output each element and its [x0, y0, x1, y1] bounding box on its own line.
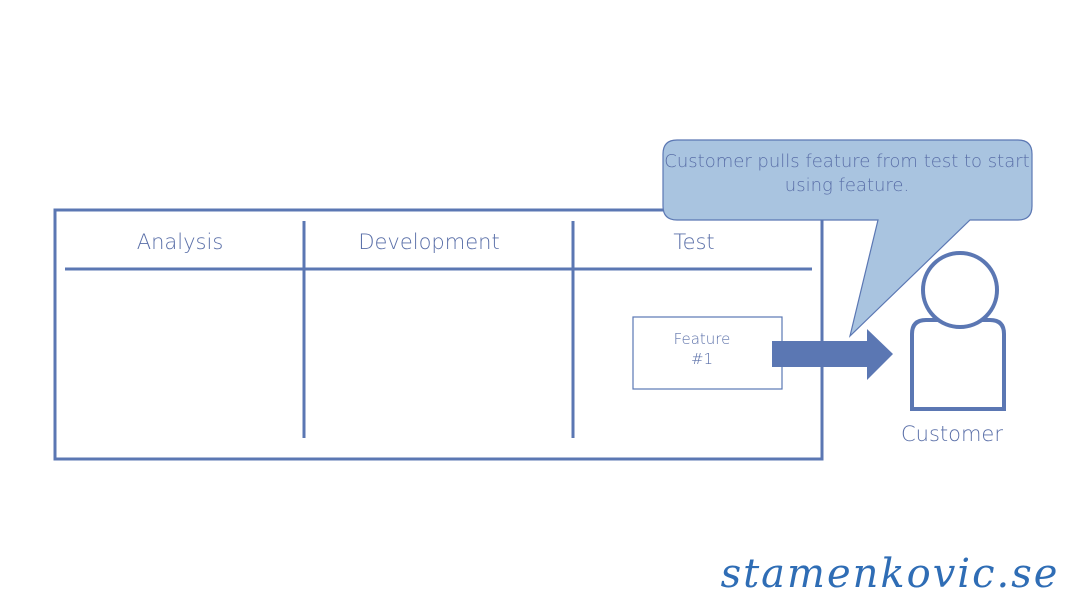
logo: stamenkovic.se	[721, 551, 1060, 597]
callout-text-line1: Customer pulls feature from test to star…	[664, 151, 1029, 172]
kanban-board	[53, 208, 824, 461]
feature-card-number: #1	[691, 350, 713, 368]
customer-label: Customer	[901, 422, 1003, 446]
column-header-test: Test	[673, 230, 714, 254]
callout-text-line2: using feature.	[785, 175, 909, 196]
callout-bubble: Customer pulls feature from test to star…	[662, 139, 1033, 338]
column-header-development: Development	[358, 230, 499, 254]
feature-card-title: Feature	[674, 330, 731, 348]
column-header-analysis: Analysis	[137, 230, 224, 254]
feature-card[interactable]: Feature #1	[632, 316, 783, 390]
customer-person-icon	[910, 251, 1006, 411]
pull-arrow-icon	[772, 329, 893, 380]
